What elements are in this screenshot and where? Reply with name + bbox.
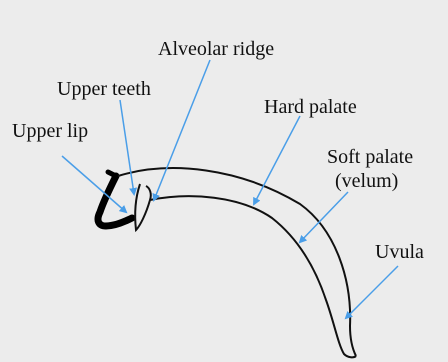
upper-teeth-shape <box>135 184 151 230</box>
label-hard-palate: Hard palate <box>264 96 357 118</box>
label-velum: (velum) <box>335 170 398 192</box>
arrow-upper-teeth <box>120 100 134 194</box>
arrow-soft-palate <box>300 192 348 242</box>
label-upper-teeth: Upper teeth <box>57 78 151 100</box>
palate-lower-outline <box>150 196 356 357</box>
label-alveolar-ridge: Alveolar ridge <box>158 38 274 60</box>
upper-lip-shape <box>98 176 132 226</box>
arrow-alveolar-ridge <box>154 60 210 200</box>
label-soft-palate: Soft palate <box>327 146 413 168</box>
arrow-upper-lip <box>62 156 126 212</box>
arrow-uvula <box>346 266 398 318</box>
upper-lip-tip <box>108 172 116 176</box>
label-upper-lip: Upper lip <box>12 120 88 142</box>
label-uvula: Uvula <box>375 241 424 263</box>
palate-upper-outline <box>118 168 356 356</box>
